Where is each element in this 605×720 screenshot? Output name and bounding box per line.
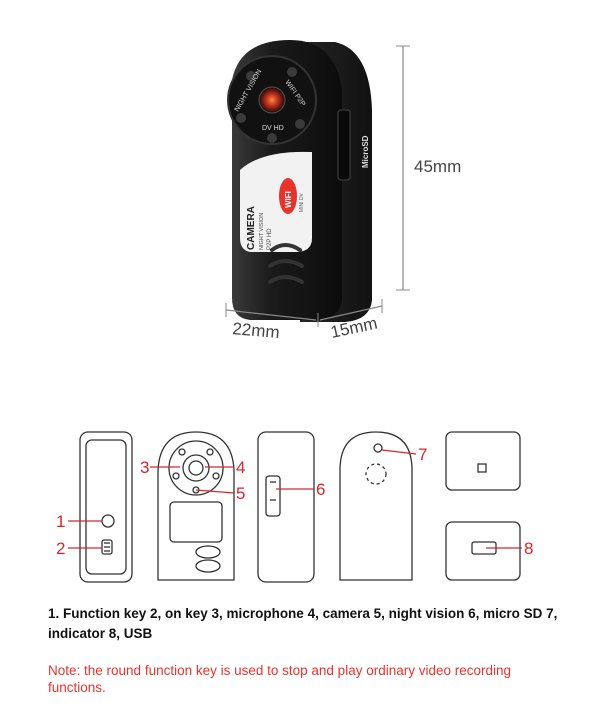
led-icon (246, 71, 256, 81)
callout-3: 3 (140, 458, 149, 477)
callout-5: 5 (236, 484, 245, 503)
led-icon (236, 113, 246, 123)
led-icon (295, 119, 305, 129)
led-icon (287, 67, 297, 77)
label-model: MINI DV (299, 192, 305, 212)
microsd-slot (337, 109, 351, 181)
callout-7: 7 (418, 445, 427, 464)
callout-8: 8 (524, 539, 533, 558)
dim-line-width (225, 309, 317, 321)
label-camera: CAMERA (246, 206, 257, 250)
parts-description: 1. Function key 2, on key 3, microphone … (48, 606, 558, 641)
dim-height-label: 45mm (414, 157, 461, 176)
wifi-badge (279, 178, 297, 214)
top-view (445, 431, 521, 491)
callout-2: 2 (56, 539, 65, 558)
callout-4: 4 (236, 458, 245, 477)
product-photo: MicroSD WIFI P2P NIGHT VISION DV HD CAME… (225, 40, 461, 342)
side-view-sd (257, 431, 315, 583)
lens-icon (258, 86, 286, 114)
dim-line-depth (319, 305, 383, 321)
side-view-left (79, 431, 133, 583)
usage-note: Note: the round function key is used to … (48, 663, 512, 695)
callout-6: 6 (316, 480, 325, 499)
label-wifi: WIFI (284, 191, 293, 208)
grip-grooves (268, 243, 304, 284)
bottom-view (445, 521, 521, 581)
dim-width-label: 22mm (232, 319, 281, 342)
front-view (157, 431, 235, 581)
lens-ring-text: DV HD (262, 125, 284, 132)
callout-1: 1 (56, 512, 65, 531)
led-icon (267, 133, 277, 143)
back-view (339, 431, 413, 581)
parts-diagram: 1 2 3 4 5 6 7 8 (56, 431, 533, 583)
front-label (240, 151, 312, 252)
slot-label: MicroSD (361, 135, 370, 168)
label-p2p-hd: P2P HD (267, 228, 273, 250)
label-night-vision: NIGHT VISION (259, 213, 265, 250)
